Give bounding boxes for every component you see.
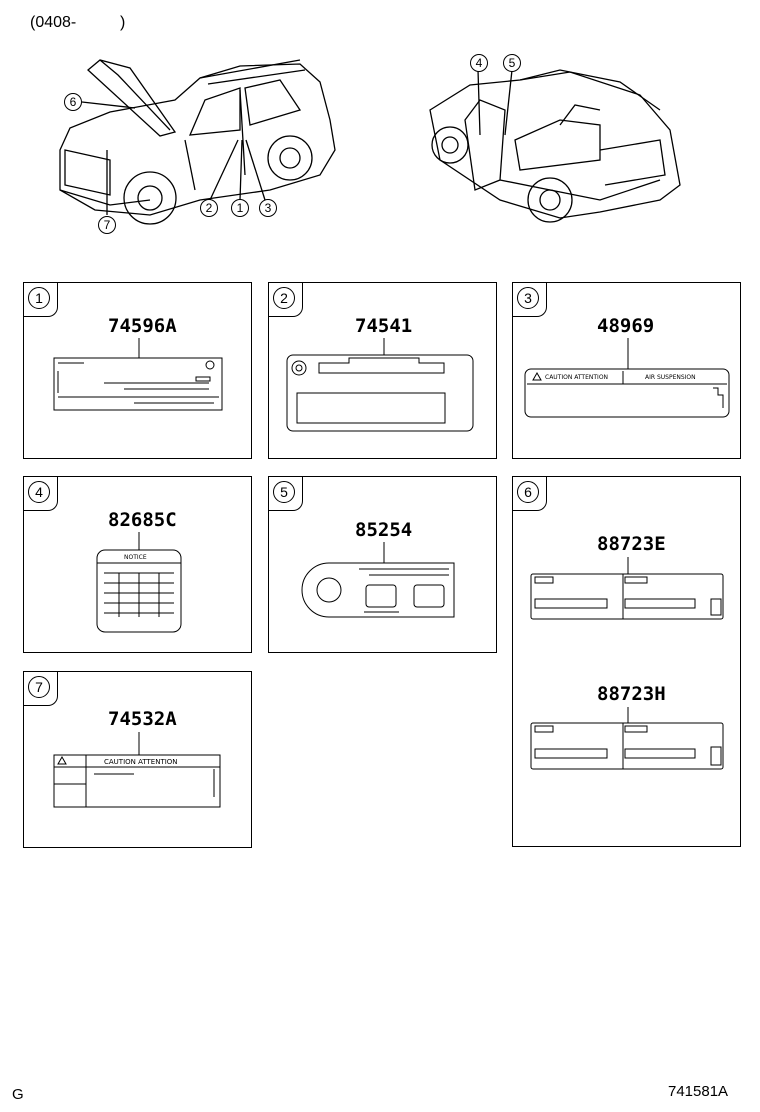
panel-7-tab: 7 [24, 672, 58, 706]
panel-1-tab: 1 [24, 283, 58, 317]
panel-4-tab: 4 [24, 477, 58, 511]
panel-3: 3 48969 CAUTION ATTENTION AIR SUSPENSION [512, 282, 741, 459]
panel-6-part-number-h: 88723H [597, 683, 666, 705]
panel-6-tab: 6 [513, 477, 547, 511]
panel-6-index: 6 [517, 481, 539, 503]
panel-6-part-number-e: 88723E [597, 533, 666, 555]
label-85254-drawing [301, 542, 455, 618]
panel-4-index: 4 [28, 481, 50, 503]
date-range-start: (0408- [30, 14, 77, 31]
label-48969-caption-right: AIR SUSPENSION [645, 374, 696, 381]
panel-5: 5 85254 [268, 476, 497, 653]
label-82685c-drawing [96, 532, 182, 633]
label-88723-drawing [530, 557, 724, 770]
panel-2-tab: 2 [269, 283, 303, 317]
panel-7: 7 74532A CAUTION ATTENTION [23, 671, 252, 848]
panel-3-tab: 3 [513, 283, 547, 317]
panel-7-index: 7 [28, 676, 50, 698]
date-range-close: ) [120, 14, 126, 31]
callout-5: 5 [503, 54, 521, 72]
label-82685c-heading: NOTICE [124, 554, 147, 561]
panel-4: 4 82685C NOTICE [23, 476, 252, 653]
panel-7-part-number: 74532A [108, 708, 177, 730]
panel-6: 6 88723E 88723H [512, 476, 741, 847]
panel-2-part-number: 74541 [355, 315, 413, 337]
panel-2: 2 74541 [268, 282, 497, 459]
callout-1: 1 [231, 199, 249, 217]
panel-1: 1 74596A [23, 282, 252, 459]
panel-3-index: 3 [517, 287, 539, 309]
callout-3: 3 [259, 199, 277, 217]
footer-left-code: G [12, 1086, 24, 1103]
label-48969-caption-left: CAUTION ATTENTION [545, 374, 609, 381]
panel-1-index: 1 [28, 287, 50, 309]
callout-7: 7 [98, 216, 116, 234]
panel-2-index: 2 [273, 287, 295, 309]
panel-4-part-number: 82685C [108, 509, 177, 531]
callout-4: 4 [470, 54, 488, 72]
footer-diagram-id: 741581A [668, 1083, 729, 1100]
label-48969-drawing [524, 338, 730, 418]
callout-2: 2 [200, 199, 218, 217]
panel-1-part-number: 74596A [108, 315, 177, 337]
label-74532a-drawing [53, 732, 221, 808]
panel-3-part-number: 48969 [597, 315, 655, 337]
panel-5-part-number: 85254 [355, 519, 413, 541]
label-74532a-heading: CAUTION ATTENTION [104, 758, 178, 766]
label-74541-drawing [286, 338, 474, 432]
callout-6: 6 [64, 93, 82, 111]
label-74596a-drawing [53, 338, 223, 411]
date-range-label: (0408- ) [30, 14, 125, 32]
panel-5-tab: 5 [269, 477, 303, 511]
panel-5-index: 5 [273, 481, 295, 503]
